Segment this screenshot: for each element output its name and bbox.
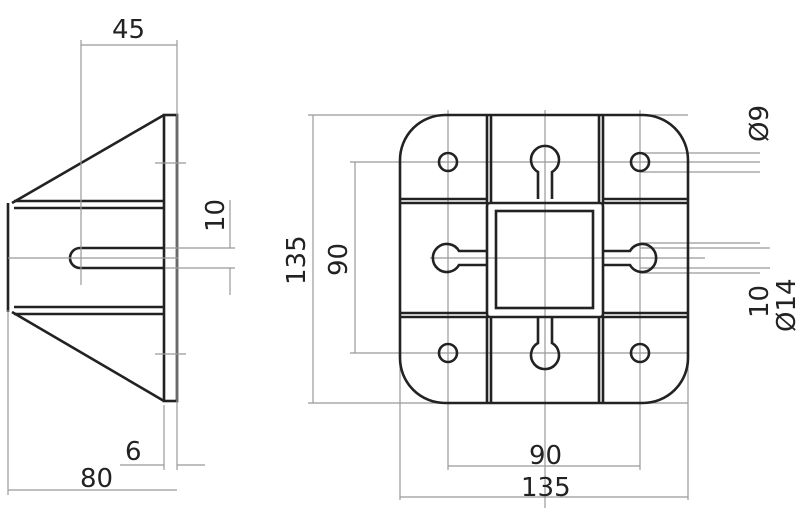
keyhole-slot (431, 242, 487, 274)
dim-135-horizontal: 135 (521, 473, 571, 503)
mounting-hole (629, 151, 651, 173)
dim-45: 45 (112, 15, 145, 45)
tube-outer (485, 201, 605, 319)
mounting-hole (437, 342, 459, 364)
ribs-front (400, 115, 688, 403)
dim-dia-14: Ø14 (772, 278, 800, 332)
dim-80: 80 (80, 464, 113, 494)
keyhole-slot (603, 242, 658, 274)
mounting-hole (629, 342, 651, 364)
keyhole-slots (431, 144, 658, 371)
front-view: 135 90 Ø9 10 Ø14 90 135 (282, 105, 800, 508)
tube-inner (494, 209, 595, 310)
ribs (14, 199, 164, 316)
dim-dia-9: Ø9 (745, 105, 775, 142)
mounting-holes (437, 151, 651, 364)
keyhole-slot (529, 144, 561, 199)
side-dimension-lines (7, 40, 235, 495)
dim-10-front: 10 (745, 285, 775, 318)
side-view: 45 10 6 80 (6, 15, 235, 495)
dim-135-vertical: 135 (282, 235, 312, 285)
dim-90-vertical: 90 (324, 243, 354, 276)
dim-10-side: 10 (201, 199, 231, 232)
mounting-hole (437, 151, 459, 173)
dim-6: 6 (125, 437, 142, 467)
dim-90-horizontal: 90 (529, 441, 562, 471)
base-plate (398, 113, 690, 405)
keyhole-slot (529, 317, 561, 371)
